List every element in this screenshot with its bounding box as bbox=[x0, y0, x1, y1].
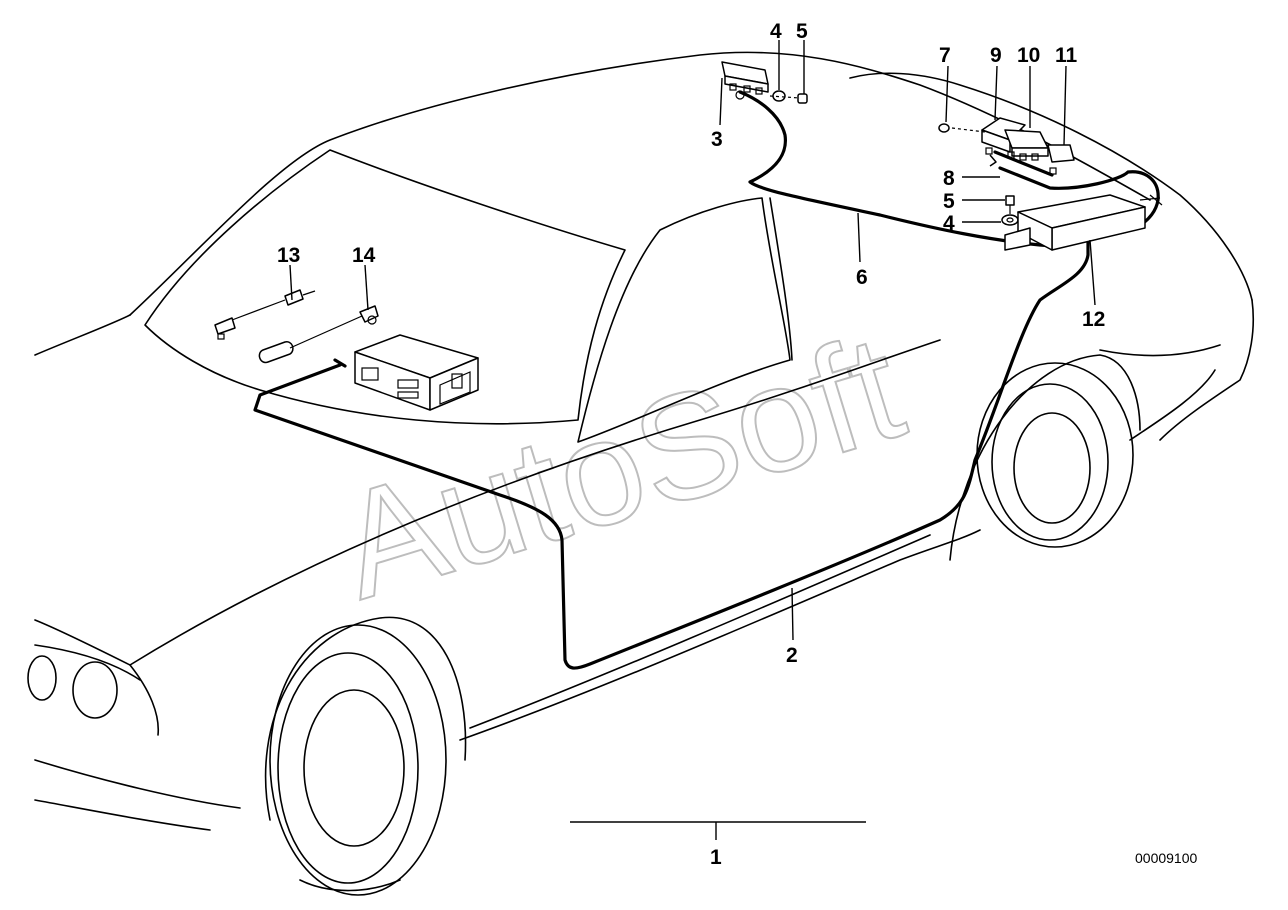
control-unit-12 bbox=[1004, 194, 1163, 251]
rear-wheel bbox=[949, 354, 1141, 561]
callout-4-top: 4 bbox=[770, 20, 782, 43]
callout-5-lower: 5 bbox=[943, 190, 955, 213]
washer-5-top bbox=[797, 93, 808, 104]
callouts: 1 2 3 4 5 6 7 8 9 10 11 12 13 14 4 5 bbox=[277, 20, 1105, 869]
dashed-mount-line-top bbox=[769, 95, 801, 99]
cable-13 bbox=[214, 289, 316, 340]
bracket-8 bbox=[989, 154, 997, 167]
callout-1: 1 bbox=[710, 846, 722, 869]
front-wheel bbox=[264, 616, 467, 896]
document-number: 00009100 bbox=[1135, 850, 1198, 866]
callout-11: 11 bbox=[1055, 44, 1078, 67]
amplifier-11 bbox=[1047, 144, 1075, 175]
radio-unit bbox=[333, 334, 479, 411]
amplifier-10 bbox=[1004, 129, 1049, 161]
callout-6: 6 bbox=[856, 266, 868, 289]
washer-5-lower bbox=[1005, 195, 1015, 206]
callout-13: 13 bbox=[277, 244, 300, 267]
antenna-amplifier-3 bbox=[721, 61, 769, 100]
callout-2: 2 bbox=[786, 644, 798, 667]
callout-14: 14 bbox=[352, 244, 376, 267]
car-body-outline bbox=[27, 51, 1255, 831]
leader-lines bbox=[289, 40, 1096, 840]
callout-9: 9 bbox=[990, 44, 1002, 67]
callout-3: 3 bbox=[711, 128, 723, 151]
cable-14 bbox=[258, 305, 379, 364]
callout-10: 10 bbox=[1017, 44, 1040, 67]
nut-4-lower bbox=[1001, 214, 1019, 226]
callout-5-top: 5 bbox=[796, 20, 808, 43]
callout-12: 12 bbox=[1082, 308, 1105, 331]
bolt-7 bbox=[938, 123, 986, 133]
callout-7: 7 bbox=[939, 44, 951, 67]
callout-4-lower: 4 bbox=[943, 212, 955, 235]
callout-8: 8 bbox=[943, 167, 955, 190]
harness-wire-2 bbox=[253, 228, 1090, 670]
